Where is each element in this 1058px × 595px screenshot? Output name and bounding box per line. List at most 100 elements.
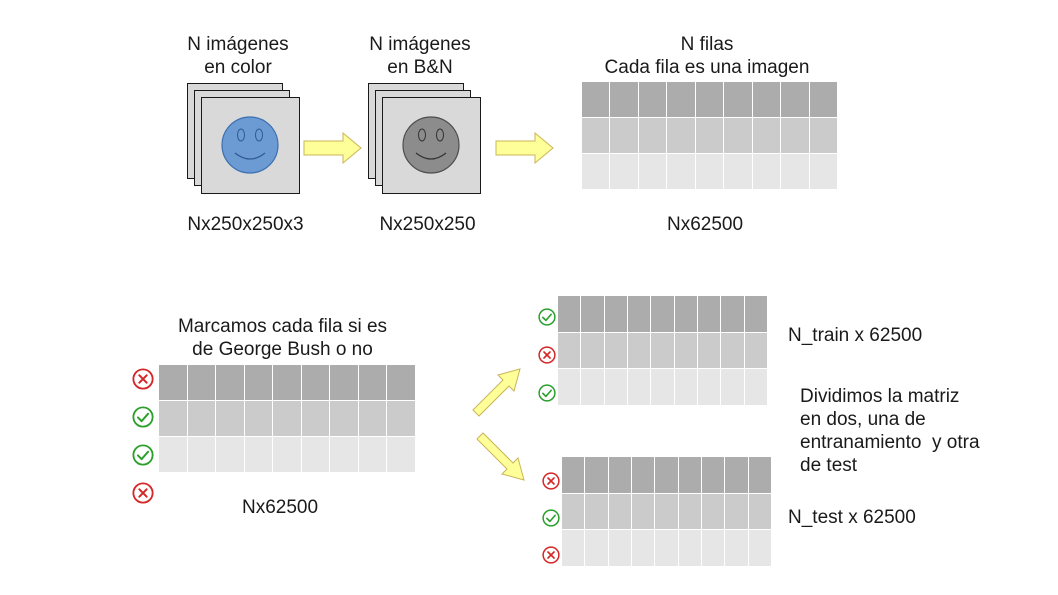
matrix-cell <box>159 437 188 473</box>
matrix-cell <box>273 437 302 473</box>
matrix-cell <box>678 457 702 494</box>
matrix-cell <box>725 530 749 567</box>
check-icon <box>132 406 154 428</box>
cross-icon <box>542 546 560 564</box>
matrix-cell <box>387 437 416 473</box>
matrix-cell <box>558 296 582 333</box>
matrix-cell <box>216 437 245 473</box>
matrix-cell <box>651 369 675 406</box>
stage2-title-line1: N imágenes <box>369 34 471 55</box>
matrix-cell <box>724 154 753 190</box>
matrix-cell <box>187 437 217 473</box>
labeled-matrix <box>159 365 416 473</box>
matrix-cell <box>667 154 696 190</box>
stage1-dims: Nx250x250x3 <box>187 214 304 235</box>
labeling-title-line2: de George Bush o no <box>192 339 373 360</box>
stage3-title-line1: N filas <box>680 34 734 55</box>
matrix-cell <box>558 369 582 406</box>
image-card <box>382 97 481 194</box>
matrix-cell <box>581 332 605 370</box>
stage1-title-line2: en color <box>204 57 272 78</box>
matrix-cell <box>655 530 679 567</box>
matrix-cell <box>608 530 632 567</box>
matrix-cell <box>638 118 668 154</box>
matrix-cell <box>725 457 749 494</box>
stage1-title: N imágenes en color <box>168 33 308 79</box>
stage2-dims: Nx250x250 <box>379 214 476 235</box>
matrix-cell <box>582 82 611 118</box>
matrix-cell <box>585 457 609 494</box>
matrix-cell <box>702 493 726 531</box>
split-note-line2: en dos, una de <box>800 409 926 430</box>
matrix-cell <box>695 82 725 118</box>
matrix-cell <box>632 493 656 531</box>
matrix-cell <box>781 154 810 190</box>
matrix-cell <box>273 401 302 437</box>
cross-icon <box>538 346 556 364</box>
matrix-cell <box>721 369 745 406</box>
labeling-dims: Nx62500 <box>241 497 319 518</box>
matrix-cell <box>273 365 302 401</box>
stage3-title: N filas Cada fila es una imagen <box>577 33 837 79</box>
matrix-cell <box>216 365 245 401</box>
matrix-cell <box>187 401 217 437</box>
matrix-cell <box>387 401 416 437</box>
matrix-cell <box>698 369 722 406</box>
matrix-cell <box>358 437 388 473</box>
matrix-cell <box>604 332 628 370</box>
matrix-cell <box>301 365 331 401</box>
arrow-right-icon <box>303 132 362 164</box>
smiley-face-icon <box>221 116 279 174</box>
matrix-cell <box>748 457 772 494</box>
matrix-cell <box>724 118 753 154</box>
color-image-stack <box>187 83 302 195</box>
labeling-title: Marcamos cada fila si es de George Bush … <box>150 315 415 361</box>
matrix-cell <box>655 493 679 531</box>
matrix-cell <box>748 530 772 567</box>
matrix-cell <box>610 118 639 154</box>
matrix-cell <box>330 365 359 401</box>
matrix-cell <box>678 530 702 567</box>
split-note-line3: entranamiento y otra <box>800 432 980 453</box>
arrow-up-right-icon <box>472 368 521 417</box>
matrix-cell <box>562 457 586 494</box>
matrix-cell <box>244 437 274 473</box>
matrix-cell <box>724 82 753 118</box>
stage2-title-line2: en B&N <box>387 57 453 78</box>
train-dims: N_train x 62500 <box>788 325 923 346</box>
matrix-cell <box>721 332 745 370</box>
matrix-cell <box>674 332 698 370</box>
stage1-title-line1: N imágenes <box>187 34 289 55</box>
matrix-cell <box>562 530 586 567</box>
split-note-line1: Dividimos la matriz <box>800 386 960 407</box>
matrix-cell <box>744 296 768 333</box>
matrix-cell <box>721 296 745 333</box>
matrix-cell <box>562 493 586 531</box>
matrix-cell <box>752 154 782 190</box>
cross-icon <box>542 472 560 490</box>
matrix-cell <box>604 296 628 333</box>
matrix-cell <box>702 457 726 494</box>
matrix-cell <box>608 493 632 531</box>
matrix-cell <box>632 457 656 494</box>
matrix-cell <box>358 401 388 437</box>
matrix-cell <box>638 154 668 190</box>
matrix-cell <box>667 118 696 154</box>
arrow-right-icon <box>495 132 554 164</box>
matrix-cell <box>674 296 698 333</box>
matrix-cell <box>330 437 359 473</box>
matrix-cell <box>702 530 726 567</box>
matrix-cell <box>632 530 656 567</box>
matrix-cell <box>744 332 768 370</box>
matrix-cell <box>628 369 652 406</box>
test-matrix <box>562 457 772 567</box>
matrix-cell <box>744 369 768 406</box>
stage3-dims: Nx62500 <box>666 214 744 235</box>
stage3-title-line2: Cada fila es una imagen <box>604 57 810 78</box>
split-note: Dividimos la matriz en dos, una de entra… <box>800 385 980 477</box>
matrix-cell <box>581 369 605 406</box>
check-icon <box>542 509 560 527</box>
matrix-cell <box>638 82 668 118</box>
cross-icon <box>132 482 154 504</box>
matrix-cell <box>585 530 609 567</box>
